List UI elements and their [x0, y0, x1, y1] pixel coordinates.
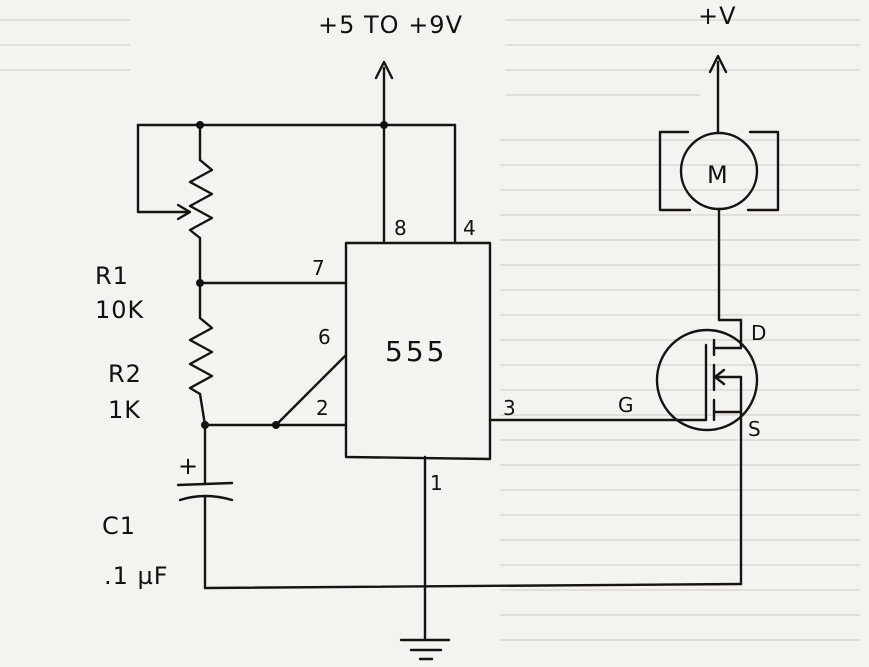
- mosfet-source-label: S: [748, 417, 761, 441]
- supply-label: +5 TO +9V: [318, 11, 463, 39]
- c1-capacitor: [176, 423, 234, 590]
- pin-7-label: 7: [312, 256, 325, 280]
- r1-designator: R1: [95, 262, 129, 290]
- mosfet-gate-label: G: [618, 393, 634, 417]
- c1-designator: C1: [102, 512, 136, 540]
- c1-polarity: +: [178, 452, 199, 480]
- r1-value: 10K: [95, 296, 145, 324]
- r2-value: 1K: [108, 396, 141, 424]
- ground-bus: [203, 455, 743, 661]
- motor-supply-arrow: [708, 54, 728, 134]
- wire-pin2: [201, 421, 348, 429]
- top-bus-wire: [136, 121, 457, 245]
- supply-arrow: [374, 60, 394, 127]
- pin-6-label: 6: [318, 325, 331, 349]
- wire-pin6: [274, 353, 348, 427]
- motor-label: M: [707, 161, 729, 189]
- c1-value: .1 µF: [104, 562, 169, 590]
- r2-designator: R2: [108, 360, 142, 388]
- mosfet: [655, 318, 759, 586]
- paper-bleed-lines: [0, 19, 860, 641]
- r1-potentiometer: [136, 123, 214, 285]
- pin-4-label: 4: [463, 216, 476, 240]
- pin-2-label: 2: [316, 396, 329, 420]
- r2-resistor: [188, 281, 214, 427]
- ic-label: 555: [385, 335, 447, 368]
- pin-1-label: 1: [430, 471, 443, 495]
- mosfet-drain-label: D: [751, 321, 766, 345]
- ic-555: [344, 241, 492, 461]
- pin-3-label: 3: [503, 396, 516, 420]
- motor: [658, 130, 780, 322]
- motor-supply-label: +V: [698, 2, 737, 30]
- pin-8-label: 8: [394, 216, 407, 240]
